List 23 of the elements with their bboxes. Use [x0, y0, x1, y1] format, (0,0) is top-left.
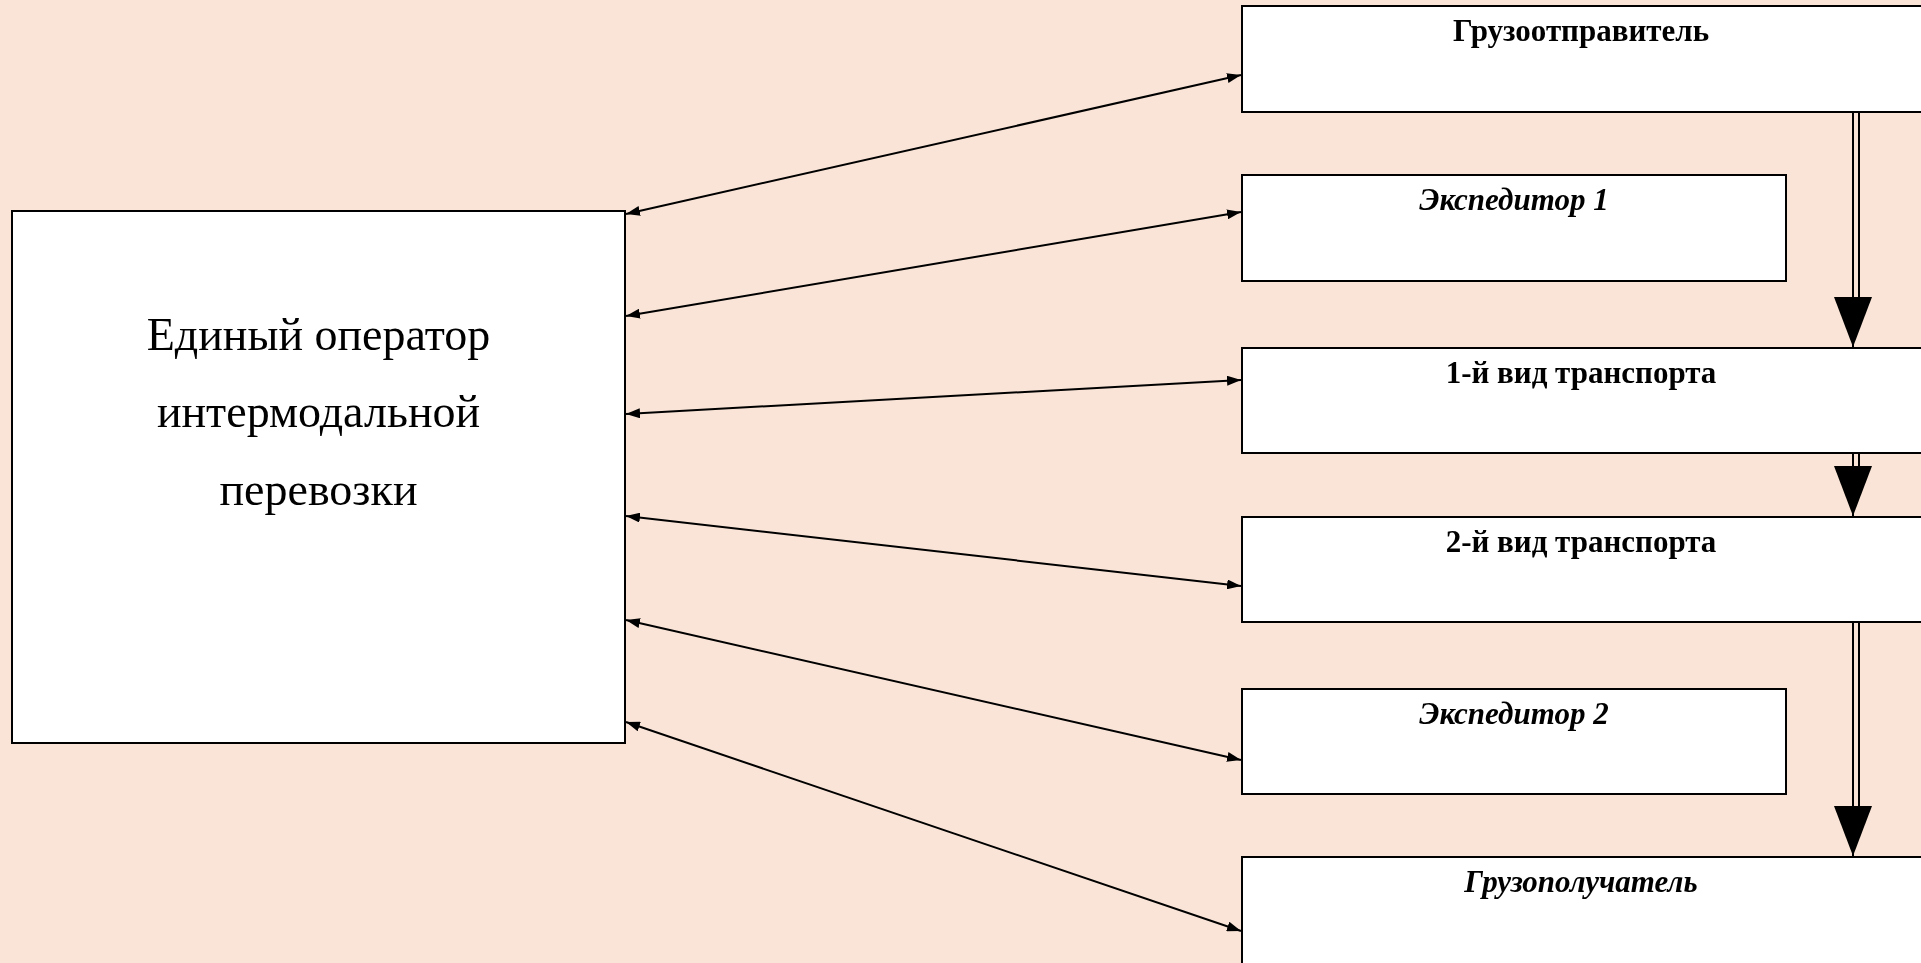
double-arrow	[1834, 453, 1872, 517]
process-box	[11, 210, 626, 744]
box-label: Грузополучатель	[1464, 863, 1698, 901]
arrow	[625, 375, 1242, 419]
process-box	[1241, 347, 1921, 454]
arrow	[625, 618, 1242, 762]
box-label: 1-й вид транспорта	[1445, 354, 1717, 392]
process-box	[1241, 174, 1787, 282]
arrow	[625, 512, 1242, 590]
box-label: 2-й вид транспорта	[1445, 523, 1717, 561]
arrow	[625, 721, 1242, 932]
double-arrow	[1834, 112, 1872, 348]
double-arrow	[1834, 622, 1872, 857]
box-label: Грузоотправитель	[1452, 12, 1710, 50]
process-box	[1241, 516, 1921, 623]
box-label: Экспедитор 1	[1419, 181, 1609, 219]
box-label: Экспедитор 2	[1419, 695, 1609, 733]
arrow	[625, 209, 1242, 319]
process-box	[1241, 856, 1921, 963]
process-box	[1241, 688, 1787, 795]
arrow	[625, 73, 1242, 216]
process-box	[1241, 5, 1921, 113]
box-label: Единый оператор интермодальной перевозки	[145, 308, 492, 517]
